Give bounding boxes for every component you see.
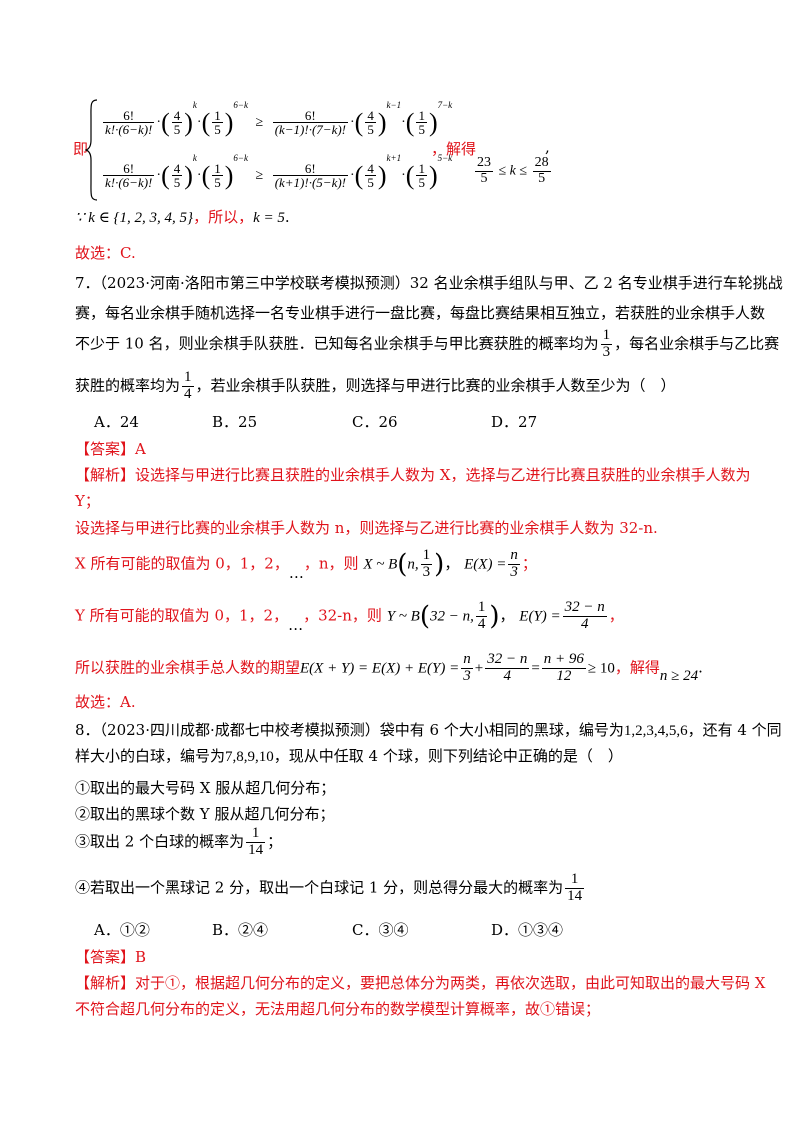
q8-option-b[interactable]: B．②④ bbox=[212, 921, 269, 939]
q8-line-2: 样大小的白球，编号为7,8,9,10，现从中任取 4 个球，则下列结论中正确的是… bbox=[75, 747, 623, 765]
q7-analysis-5: Y 所有可能的取值为 0，1，2，…，32-n，则 Y ~ B(32 − n,1… bbox=[75, 599, 624, 635]
left-brace-icon bbox=[85, 99, 98, 201]
q7-choice: 故选：A. bbox=[75, 693, 136, 711]
q7-option-d[interactable]: D．27 bbox=[491, 413, 538, 431]
q8-answer: 【答案】B bbox=[75, 948, 147, 966]
q8-option-d[interactable]: D．①③④ bbox=[491, 921, 564, 939]
q8-option-a[interactable]: A．①② bbox=[94, 921, 150, 939]
q8-statement-2: ②取出的黑球个数 Y 服从超几何分布； bbox=[75, 805, 335, 823]
top-choice: 故选：C. bbox=[75, 244, 136, 262]
q8-statement-1: ①取出的最大号码 X 服从超几何分布； bbox=[75, 779, 336, 797]
because-line: ∵ k ∈ {1, 2, 3, 4, 5}，所以，k = 5. bbox=[75, 208, 290, 226]
q8-analysis-1: 【解析】对于①，根据超几何分布的定义，要把总体分为两类，再依次选取，由此可知取出… bbox=[75, 974, 766, 992]
q8-line-1: 8．（2023·四川成都·成都七中校考模拟预测）袋中有 6 个大小相同的黑球，编… bbox=[75, 721, 782, 739]
q7-analysis-2: Y； bbox=[75, 492, 100, 510]
q7-analysis-6: 所以获胜的业余棋手总人数的期望E(X + Y) = E(X) + E(Y) =n… bbox=[75, 651, 703, 685]
q7-answer: 【答案】A bbox=[75, 440, 146, 458]
q8-option-c[interactable]: C．③④ bbox=[352, 921, 409, 939]
q7-line-1: 7．（2023·河南·洛阳市第三中学校联考模拟预测）32 名业余棋手组队与甲、乙… bbox=[75, 274, 783, 292]
solve-label: ，解得 bbox=[431, 140, 477, 158]
q7-line-2: 赛，每名业余棋手随机选择一名专业棋手进行一盘比赛，每盘比赛结果相互独立，若获胜的… bbox=[75, 304, 766, 322]
q7-option-c[interactable]: C．26 bbox=[352, 413, 398, 431]
prefix-text: 即 bbox=[73, 140, 89, 158]
q7-analysis-3: 设选择与甲进行比赛的业余棋手人数为 n，则选择与乙进行比赛的业余棋手人数为 32… bbox=[75, 519, 658, 537]
q7-option-a[interactable]: A．24 bbox=[94, 413, 139, 431]
q7-option-b[interactable]: B．25 bbox=[212, 413, 258, 431]
q7-analysis-1: 【解析】设选择与甲进行比赛且获胜的业余棋手人数为 X，选择与乙进行比赛且获胜的业… bbox=[75, 466, 751, 484]
q8-analysis-2: 不符合超几何分布的定义，无法用超几何分布的数学模型计算概率，故①错误； bbox=[75, 1000, 601, 1018]
